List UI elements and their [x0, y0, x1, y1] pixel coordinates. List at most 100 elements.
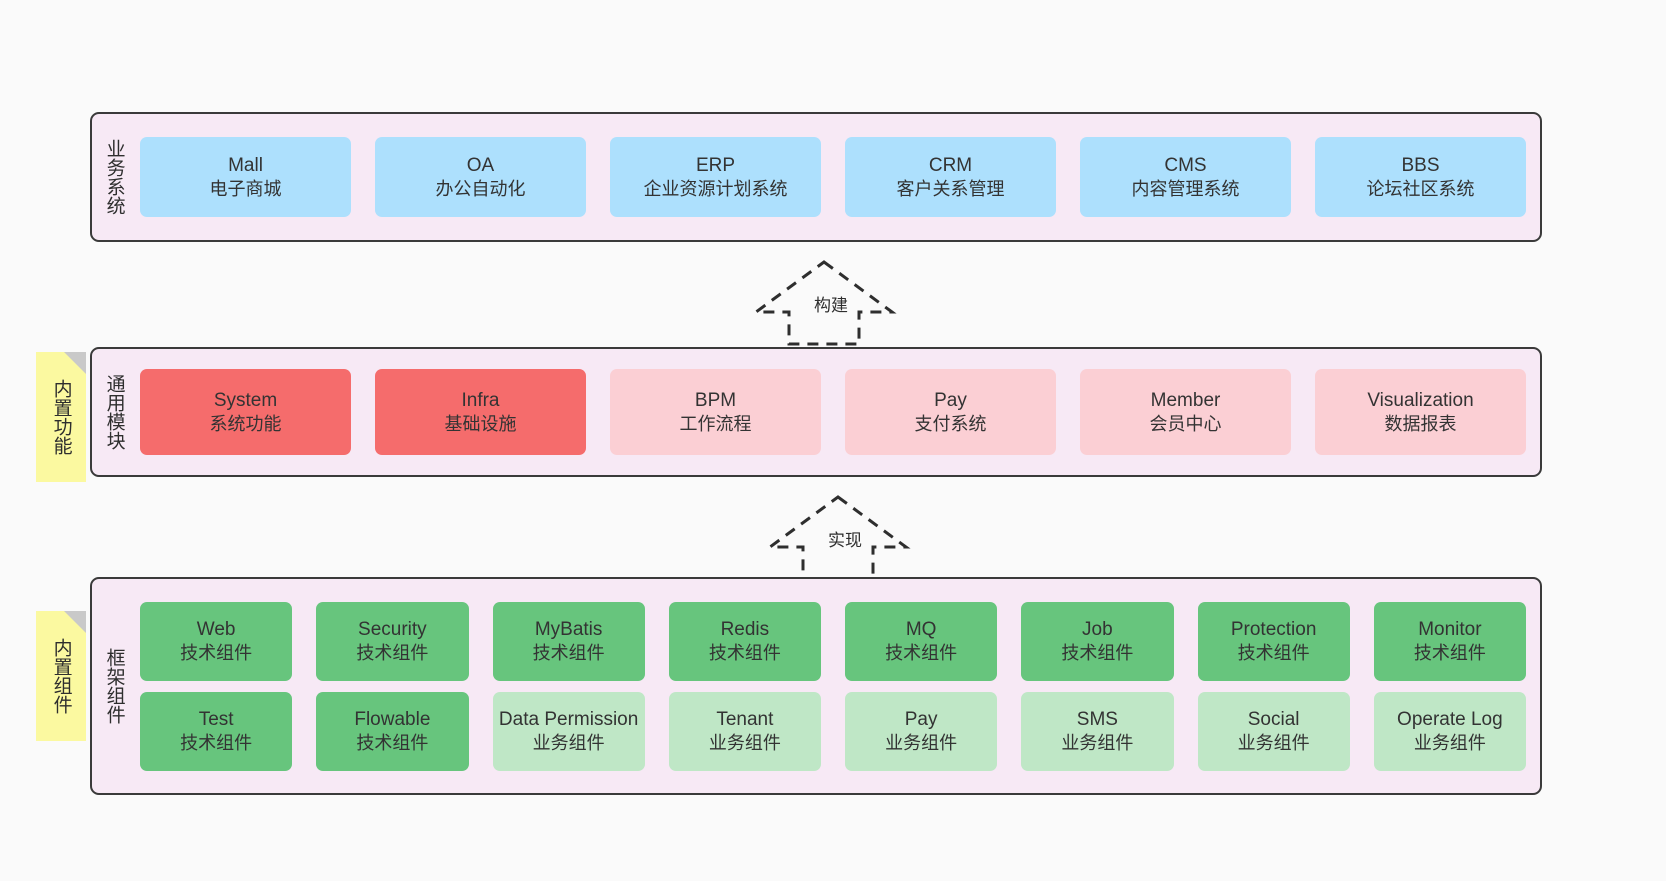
layer-title-business-systems: 业务系统 [103, 139, 125, 215]
card-subtitle: 论坛社区系统 [1366, 178, 1475, 199]
card-mybatis[interactable]: MyBatis 技术组件 [492, 601, 645, 681]
card-subtitle: 技术组件 [356, 642, 429, 663]
card-subtitle: 业务组件 [1237, 732, 1310, 753]
layer-body-business-systems: Mall 电子商城 OA 办公自动化 ERP 企业资源计划系统 CRM 客户关系… [136, 114, 1540, 240]
card-security[interactable]: Security 技术组件 [316, 601, 469, 681]
card-subtitle: 办公自动化 [435, 178, 526, 199]
card-protection[interactable]: Protection 技术组件 [1197, 601, 1350, 681]
card-oa[interactable]: OA 办公自动化 [375, 137, 586, 217]
card-title: ERP [695, 154, 736, 176]
card-subtitle: 技术组件 [885, 642, 958, 663]
layer-body-framework-components: Web 技术组件 Security 技术组件 MyBatis 技术组件 Redi… [136, 579, 1540, 793]
card-visualization[interactable]: Visualization 数据报表 [1315, 369, 1526, 455]
card-redis[interactable]: Redis 技术组件 [668, 601, 821, 681]
card-title: Security [358, 618, 427, 640]
card-subtitle: 工作流程 [679, 413, 752, 434]
card-mq[interactable]: MQ 技术组件 [845, 601, 998, 681]
card-data-permission[interactable]: Data Permission 业务组件 [492, 691, 645, 771]
card-subtitle: 支付系统 [914, 413, 987, 434]
card-operate-log[interactable]: Operate Log 业务组件 [1373, 691, 1526, 771]
card-mall[interactable]: Mall 电子商城 [140, 137, 351, 217]
card-title: Visualization [1367, 389, 1474, 411]
card-title: System [213, 389, 278, 411]
card-web[interactable]: Web 技术组件 [140, 601, 293, 681]
card-title: Tenant [716, 708, 774, 730]
layer-title-framework-components: 框架组件 [103, 648, 125, 724]
card-pay[interactable]: Pay 支付系统 [845, 369, 1056, 455]
card-row: Test 技术组件 Flowable 技术组件 Data Permission … [140, 691, 1526, 771]
card-member[interactable]: Member 会员中心 [1080, 369, 1291, 455]
card-title: MQ [905, 618, 937, 640]
card-title: Protection [1230, 618, 1317, 640]
card-title: OA [466, 154, 495, 176]
card-subtitle: 基础设施 [444, 413, 517, 434]
card-title: Pay [934, 389, 967, 411]
card-subtitle: 技术组件 [1237, 642, 1310, 663]
card-title: Data Permission [498, 708, 639, 730]
card-subtitle: 企业资源计划系统 [643, 178, 788, 199]
card-row: Mall 电子商城 OA 办公自动化 ERP 企业资源计划系统 CRM 客户关系… [140, 137, 1526, 217]
layer-body-common-modules: System 系统功能 Infra 基础设施 BPM 工作流程 Pay 支付系统… [136, 349, 1540, 475]
layer-title-common-modules: 通用模块 [103, 374, 125, 450]
sticky-note-builtin-features[interactable]: 内置功能 [36, 352, 86, 482]
card-pay-business[interactable]: Pay 业务组件 [845, 691, 998, 771]
card-subtitle: 技术组件 [180, 732, 253, 753]
card-test[interactable]: Test 技术组件 [140, 691, 293, 771]
card-job[interactable]: Job 技术组件 [1021, 601, 1174, 681]
card-title: CRM [928, 154, 973, 176]
card-subtitle: 电子商城 [209, 178, 282, 199]
card-title: Web [196, 618, 236, 640]
card-title: Redis [720, 618, 770, 640]
card-subtitle: 客户关系管理 [896, 178, 1005, 199]
card-title: CMS [1164, 154, 1207, 176]
card-title: BPM [694, 389, 737, 411]
sticky-note-builtin-components[interactable]: 内置组件 [36, 611, 86, 741]
card-bpm[interactable]: BPM 工作流程 [610, 369, 821, 455]
card-title: Infra [461, 389, 500, 411]
card-subtitle: 业务组件 [708, 732, 781, 753]
card-row: System 系统功能 Infra 基础设施 BPM 工作流程 Pay 支付系统… [140, 369, 1526, 455]
card-subtitle: 技术组件 [1061, 642, 1134, 663]
card-system[interactable]: System 系统功能 [140, 369, 351, 455]
card-title: Job [1082, 618, 1113, 640]
card-subtitle: 技术组件 [708, 642, 781, 663]
card-infra[interactable]: Infra 基础设施 [375, 369, 586, 455]
card-cms[interactable]: CMS 内容管理系统 [1080, 137, 1291, 217]
sticky-note-text: 内置功能 [50, 379, 72, 455]
card-title: MyBatis [534, 618, 603, 640]
card-row: Web 技术组件 Security 技术组件 MyBatis 技术组件 Redi… [140, 601, 1526, 681]
card-subtitle: 数据报表 [1384, 413, 1457, 434]
card-title: Monitor [1418, 618, 1482, 640]
card-title: Flowable [354, 708, 431, 730]
card-flowable[interactable]: Flowable 技术组件 [316, 691, 469, 771]
card-tenant[interactable]: Tenant 业务组件 [668, 691, 821, 771]
card-sms[interactable]: SMS 业务组件 [1021, 691, 1174, 771]
card-title: Mall [228, 154, 263, 176]
connector-implement-label: 实现 [826, 526, 864, 551]
card-subtitle: 业务组件 [1061, 732, 1134, 753]
layer-common-modules[interactable]: 通用模块 System 系统功能 Infra 基础设施 BPM 工作流程 Pay… [90, 347, 1542, 477]
card-subtitle: 业务组件 [1413, 732, 1486, 753]
card-crm[interactable]: CRM 客户关系管理 [845, 137, 1056, 217]
card-subtitle: 系统功能 [209, 413, 282, 434]
layer-framework-components[interactable]: 框架组件 Web 技术组件 Security 技术组件 MyBatis 技术组件… [90, 577, 1542, 795]
card-subtitle: 技术组件 [1413, 642, 1486, 663]
note-fold-corner-icon [64, 352, 86, 374]
card-subtitle: 内容管理系统 [1131, 178, 1240, 199]
card-subtitle: 会员中心 [1149, 413, 1222, 434]
card-monitor[interactable]: Monitor 技术组件 [1373, 601, 1526, 681]
card-title: Operate Log [1397, 708, 1503, 730]
card-bbs[interactable]: BBS 论坛社区系统 [1315, 137, 1526, 217]
card-subtitle: 技术组件 [356, 732, 429, 753]
card-erp[interactable]: ERP 企业资源计划系统 [610, 137, 821, 217]
card-title: Social [1247, 708, 1300, 730]
card-social[interactable]: Social 业务组件 [1197, 691, 1350, 771]
card-title: Test [198, 708, 234, 730]
card-subtitle: 业务组件 [885, 732, 958, 753]
card-title: BBS [1401, 154, 1440, 176]
card-subtitle: 技术组件 [180, 642, 253, 663]
connector-build-label: 构建 [812, 291, 850, 316]
layer-business-systems[interactable]: 业务系统 Mall 电子商城 OA 办公自动化 ERP 企业资源计划系统 CRM… [90, 112, 1542, 242]
card-title: Pay [904, 708, 938, 730]
